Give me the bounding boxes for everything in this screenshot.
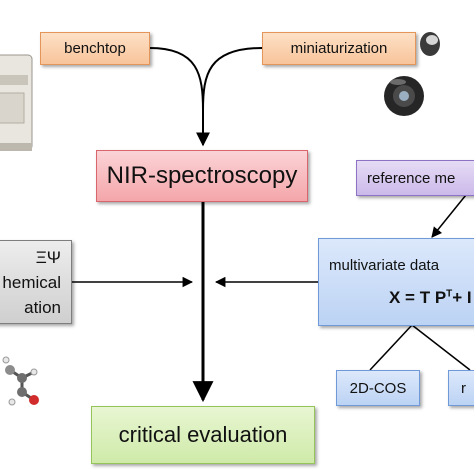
miniaturization-label: miniaturization [290, 40, 388, 57]
miniature-spectrometer-image [384, 32, 440, 116]
formula-main: X = T P [389, 287, 447, 307]
quantum-line-3: ation [24, 297, 61, 317]
molecule-image [2, 356, 39, 406]
right-method-box: r [448, 370, 474, 406]
multivariate-data-box: multivariate data X = T PT+ I [318, 238, 474, 326]
critical-evaluation-box: critical evaluation [91, 406, 315, 464]
benchtop-spectrometer-image [0, 54, 33, 151]
multivariate-formula: X = T PT+ I [389, 288, 472, 308]
quantum-line-1: ΞΨ [35, 247, 61, 267]
2d-cos-box: 2D-COS [336, 370, 420, 406]
multivariate-data-label: multivariate data [329, 256, 440, 274]
formula-superscript: T [446, 287, 453, 299]
formula-tail: + I [452, 287, 472, 307]
reference-methods-label: reference me [367, 169, 456, 187]
line-multivariate-to-right [411, 324, 471, 371]
right-method-label: r [461, 379, 466, 397]
quantum-line-2: hemical [2, 272, 61, 292]
arrow-benchtop-merge [149, 47, 204, 111]
miniaturization-box: miniaturization [262, 32, 416, 65]
arrow-miniaturization-merge [202, 47, 263, 111]
benchtop-box: benchtop [40, 32, 150, 65]
nir-spectroscopy-label: NIR-spectroscopy [106, 162, 298, 189]
critical-evaluation-label: critical evaluation [118, 422, 288, 447]
quantum-chemical-box: ΞΨ hemical ation [0, 240, 72, 324]
2d-cos-label: 2D-COS [349, 379, 407, 397]
nir-spectroscopy-box: NIR-spectroscopy [96, 150, 308, 202]
line-multivariate-to-2dcos [369, 324, 413, 371]
benchtop-label: benchtop [64, 40, 126, 57]
reference-methods-box: reference me [356, 160, 474, 196]
